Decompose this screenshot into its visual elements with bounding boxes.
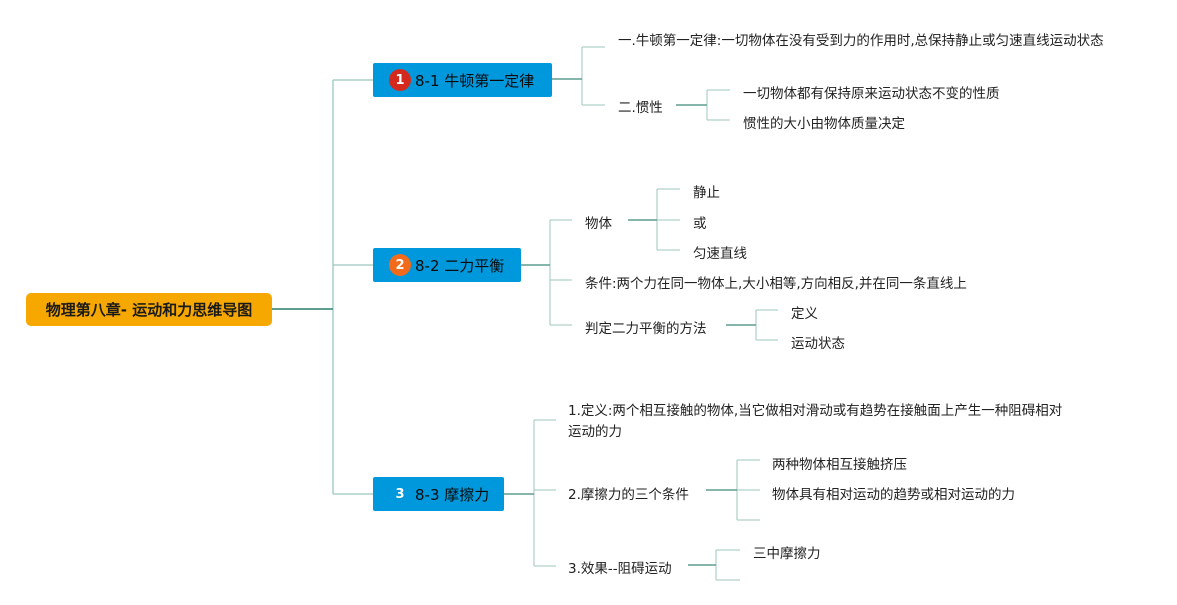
subtopic-label: 匀速直线 xyxy=(693,246,747,262)
number-badge-icon: 3 xyxy=(389,483,411,505)
subtopic-definition[interactable]: 定义 xyxy=(791,302,818,322)
subtopic-relative-motion[interactable]: 物体具有相对运动的趋势或相对运动的力 xyxy=(772,483,1015,503)
subtopic-label: 静止 xyxy=(693,185,720,201)
subtopic-inertia-mass[interactable]: 惯性的大小由物体质量决定 xyxy=(743,112,905,132)
topic-balance-condition[interactable]: 条件:两个力在同一物体上,大小相等,方向相反,并在同一条直线上 xyxy=(585,272,967,292)
subtopic-motion-state[interactable]: 运动状态 xyxy=(791,332,845,352)
subtopic-contact-pressure[interactable]: 两种物体相互接触挤压 xyxy=(772,453,907,473)
topic-friction-conditions[interactable]: 2.摩擦力的三个条件 xyxy=(568,483,689,503)
subtopic-uniform-linear[interactable]: 匀速直线 xyxy=(693,242,747,262)
subtopic-three-frictions[interactable]: 三中摩擦力 xyxy=(753,542,821,562)
root-topic[interactable]: 物理第八章- 运动和力思维导图 xyxy=(26,293,272,326)
subtopic-or[interactable]: 或 xyxy=(693,212,707,232)
topic-label: 条件:两个力在同一物体上,大小相等,方向相反,并在同一条直线上 xyxy=(585,276,967,292)
subtopic-label: 三中摩擦力 xyxy=(753,546,821,562)
subtopic-label: 定义 xyxy=(791,306,818,322)
subtopic-label: 运动状态 xyxy=(791,336,845,352)
topic-label: 二.惯性 xyxy=(618,100,663,116)
topic-newton-law-definition[interactable]: 一.牛顿第一定律:一切物体在没有受到力的作用时,总保持静止或匀速直线运动状态 xyxy=(618,31,1113,52)
topic-label: 物体 xyxy=(585,216,612,232)
branch-newton-first-law[interactable]: 1 8-1 牛顿第一定律 xyxy=(373,63,552,97)
topic-object[interactable]: 物体 xyxy=(585,212,612,232)
subtopic-inertia-property[interactable]: 一切物体都有保持原来运动状态不变的性质 xyxy=(743,82,1000,102)
topic-label: 1.定义:两个相互接触的物体,当它做相对滑动或有趋势在接触面上产生一种阻碍相对运… xyxy=(568,403,1063,440)
topic-label: 2.摩擦力的三个条件 xyxy=(568,487,689,503)
root-topic-label: 物理第八章- 运动和力思维导图 xyxy=(45,301,253,319)
subtopic-label: 或 xyxy=(693,216,707,232)
topic-label: 一.牛顿第一定律:一切物体在没有受到力的作用时,总保持静止或匀速直线运动状态 xyxy=(618,33,1104,49)
number-badge-icon: 1 xyxy=(389,69,411,91)
topic-inertia[interactable]: 二.惯性 xyxy=(618,96,663,116)
branch-friction[interactable]: 3 8-3 摩擦力 xyxy=(373,477,504,511)
topic-label: 3.效果--阻碍运动 xyxy=(568,561,672,577)
subtopic-static[interactable]: 静止 xyxy=(693,181,720,201)
branch-label: 8-3 摩擦力 xyxy=(415,485,490,504)
branch-label: 8-2 二力平衡 xyxy=(415,256,505,275)
number-badge-icon: 2 xyxy=(389,254,411,276)
branch-two-force-balance[interactable]: 2 8-2 二力平衡 xyxy=(373,248,521,282)
topic-friction-definition[interactable]: 1.定义:两个相互接触的物体,当它做相对滑动或有趋势在接触面上产生一种阻碍相对运… xyxy=(568,401,1068,443)
subtopic-label: 惯性的大小由物体质量决定 xyxy=(743,116,905,132)
topic-balance-method[interactable]: 判定二力平衡的方法 xyxy=(585,317,707,337)
topic-friction-effect[interactable]: 3.效果--阻碍运动 xyxy=(568,557,672,577)
subtopic-label: 两种物体相互接触挤压 xyxy=(772,457,907,473)
topic-label: 判定二力平衡的方法 xyxy=(585,321,707,337)
subtopic-label: 一切物体都有保持原来运动状态不变的性质 xyxy=(743,86,1000,102)
subtopic-label: 物体具有相对运动的趋势或相对运动的力 xyxy=(772,487,1015,503)
branch-label: 8-1 牛顿第一定律 xyxy=(415,71,535,90)
